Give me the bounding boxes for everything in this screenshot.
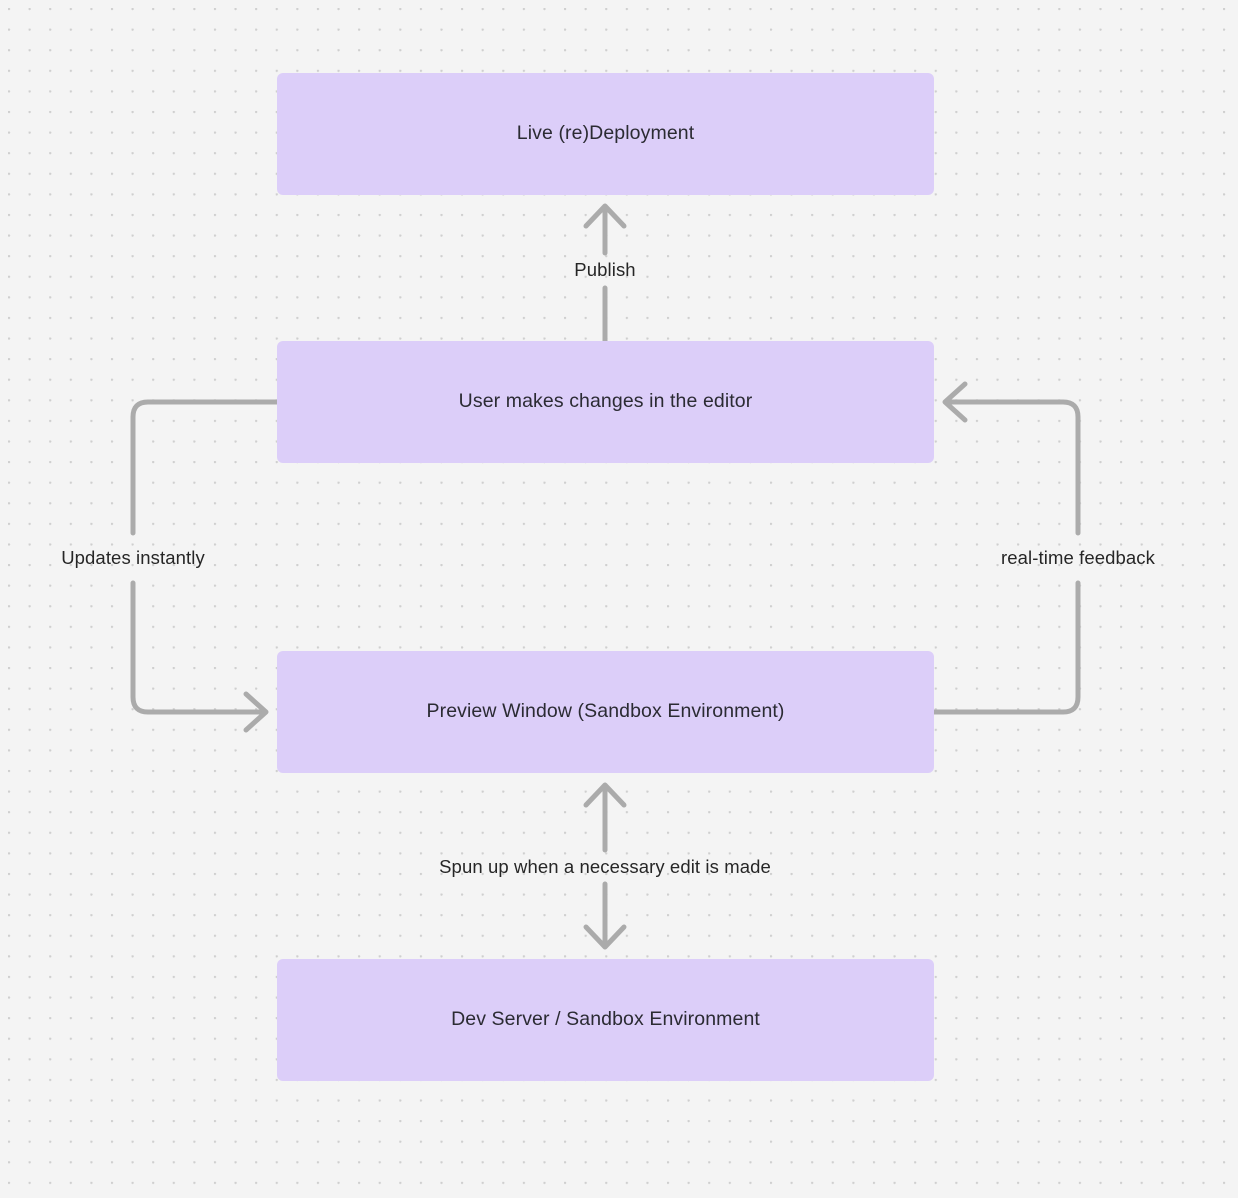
node-preview-window[interactable]: Preview Window (Sandbox Environment) — [277, 651, 934, 773]
node-user-edits[interactable]: User makes changes in the editor — [277, 341, 934, 463]
node-user-edits-label: User makes changes in the editor — [458, 390, 753, 413]
edge-label-real-time-feedback: real-time feedback — [1001, 546, 1155, 568]
edge-label-sandbox-spinup: Spun up when a necessary edit is made — [439, 855, 771, 877]
node-dev-server-label: Dev Server / Sandbox Environment — [451, 1008, 760, 1031]
node-live-deployment[interactable]: Live (re)Deployment — [277, 73, 934, 195]
node-preview-window-label: Preview Window (Sandbox Environment) — [426, 700, 785, 723]
edge-label-publish: Publish — [574, 258, 636, 280]
edge-label-updates-instantly: Updates instantly — [61, 546, 205, 568]
node-live-deployment-label: Live (re)Deployment — [516, 122, 695, 145]
node-dev-server[interactable]: Dev Server / Sandbox Environment — [277, 959, 934, 1081]
